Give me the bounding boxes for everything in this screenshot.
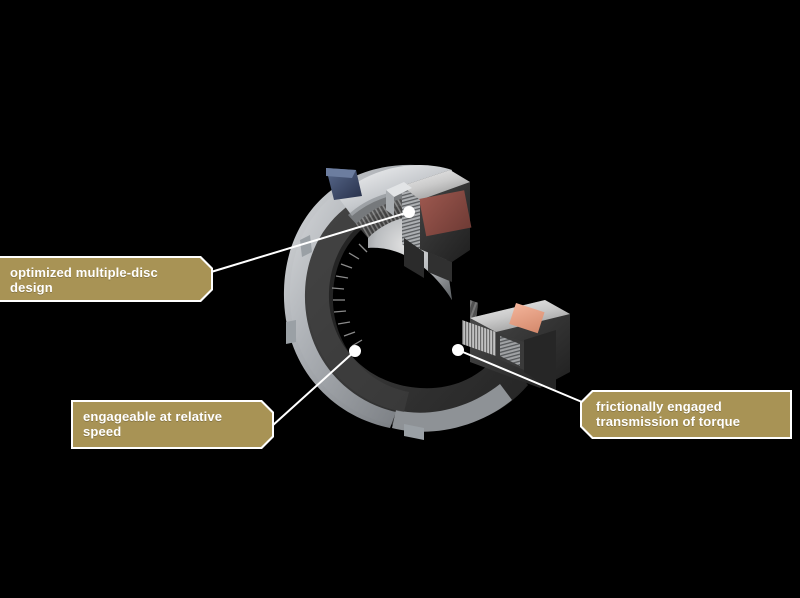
callout-frictionally-engaged-torque[interactable]: frictionally engaged transmission of tor… — [582, 392, 790, 437]
callout-text-multiple-disc-design: optimized multiple-disc design — [0, 258, 211, 300]
coil-window-top — [419, 190, 472, 237]
callout-text-engageable-at-relative-speed: engageable at relative speed — [73, 402, 272, 447]
callout-multiple-disc-design[interactable]: optimized multiple-disc design — [0, 258, 211, 300]
blue-connector-tab — [326, 168, 362, 200]
callout-engageable-at-relative-speed[interactable]: engageable at relative speed — [73, 402, 272, 447]
copper-plate-bottom — [509, 303, 545, 334]
callout-text-frictionally-engaged-torque: frictionally engaged transmission of tor… — [582, 392, 790, 437]
